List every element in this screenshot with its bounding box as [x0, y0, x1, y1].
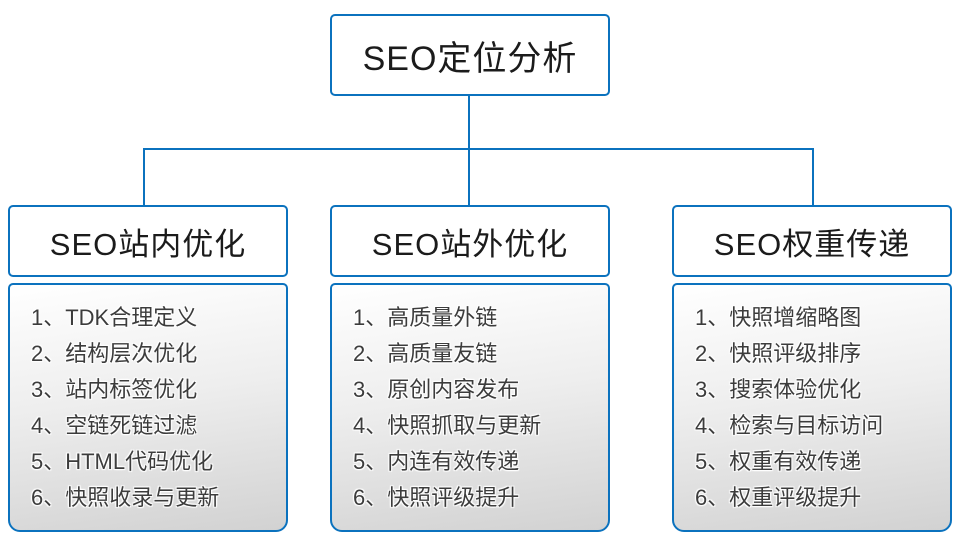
branch-header: SEO站内优化 — [8, 205, 288, 277]
branch-weight-transfer: SEO权重传递 1、快照增缩略图 2、快照评级排序 3、搜索体验优化 4、检索与… — [672, 205, 952, 532]
list-item: 2、结构层次优化 — [31, 341, 198, 366]
list-item: 6、快照收录与更新 — [31, 485, 220, 510]
list-item: 6、权重评级提升 — [695, 485, 862, 510]
connector-drop-left — [143, 148, 145, 206]
branch-header: SEO站外优化 — [330, 205, 610, 277]
branch-title: SEO权重传递 — [713, 226, 911, 262]
list-item: 3、搜索体验优化 — [695, 377, 862, 402]
branch-item-list: 1、快照增缩略图 2、快照评级排序 3、搜索体验优化 4、检索与目标访问 5、权… — [672, 283, 952, 532]
list-item: 1、高质量外链 — [353, 305, 498, 330]
list-item: 4、检索与目标访问 — [695, 413, 884, 438]
root-node-title: SEO定位分析 — [362, 39, 578, 78]
list-item: 1、快照增缩略图 — [695, 305, 862, 330]
branch-item-list: 1、高质量外链 2、高质量友链 3、原创内容发布 4、快照抓取与更新 5、内连有… — [330, 283, 610, 532]
connector-stem — [468, 94, 470, 150]
list-item: 4、快照抓取与更新 — [353, 413, 542, 438]
connector-drop-right — [812, 148, 814, 206]
list-item: 1、TDK合理定义 — [31, 305, 198, 330]
list-item: 3、原创内容发布 — [353, 377, 520, 402]
list-item: 2、快照评级排序 — [695, 341, 862, 366]
branch-item-list: 1、TDK合理定义 2、结构层次优化 3、站内标签优化 4、空链死链过滤 5、H… — [8, 283, 288, 532]
branch-title: SEO站外优化 — [371, 226, 569, 262]
list-item: 4、空链死链过滤 — [31, 413, 198, 438]
list-item: 6、快照评级提升 — [353, 485, 520, 510]
list-item: 5、内连有效传递 — [353, 449, 520, 474]
list-item: 2、高质量友链 — [353, 341, 498, 366]
branch-title: SEO站内优化 — [49, 226, 247, 262]
root-node: SEO定位分析 — [330, 14, 610, 96]
branch-header: SEO权重传递 — [672, 205, 952, 277]
list-item: 3、站内标签优化 — [31, 377, 198, 402]
list-item: 5、HTML代码优化 — [31, 449, 214, 474]
connector-crossbar — [143, 148, 814, 150]
branch-offsite-optimization: SEO站外优化 1、高质量外链 2、高质量友链 3、原创内容发布 4、快照抓取与… — [330, 205, 610, 532]
list-item: 5、权重有效传递 — [695, 449, 862, 474]
connector-drop-middle — [468, 148, 470, 206]
branch-onsite-optimization: SEO站内优化 1、TDK合理定义 2、结构层次优化 3、站内标签优化 4、空链… — [8, 205, 288, 532]
